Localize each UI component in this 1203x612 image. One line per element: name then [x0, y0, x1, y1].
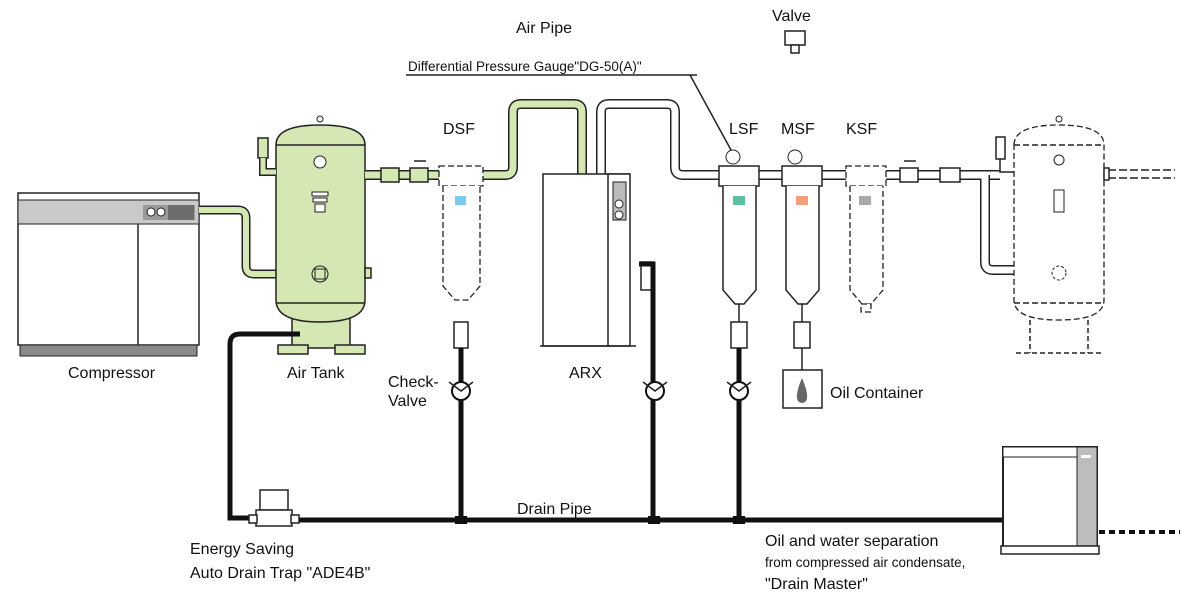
compressor-label: Compressor	[68, 365, 156, 382]
dsf-filter	[438, 165, 484, 349]
oil-drop-icon	[796, 378, 808, 403]
dsf-label: DSF	[443, 121, 475, 138]
air-tank-label: Air Tank	[287, 365, 346, 382]
separator-label-line3: "Drain Master"	[765, 576, 868, 593]
differential-pressure-gauge-icon	[787, 149, 803, 165]
separator-label-line1: Oil and water separation	[765, 533, 938, 550]
lsf-filter	[718, 149, 760, 349]
lsf-label: LSF	[729, 121, 759, 138]
trap-label-line2: Auto Drain Trap "ADE4B"	[190, 565, 370, 582]
check-valve	[726, 381, 752, 401]
separator-label-line2: from compressed air condensate,	[765, 555, 965, 570]
oil-container-label: Oil Container	[830, 385, 924, 402]
compressor	[17, 192, 200, 357]
gauge-icon	[146, 207, 156, 217]
drain-trap-icon	[793, 321, 811, 349]
air-tank	[257, 115, 372, 355]
valve-icon	[784, 30, 806, 46]
trap-label-line1: Energy Saving	[190, 541, 294, 558]
check-valve-label-line2: Valve	[388, 393, 427, 410]
drain-pipe-label: Drain Pipe	[517, 501, 592, 518]
pressure-gauge-icon	[313, 155, 327, 169]
differential-pressure-gauge-icon	[725, 149, 741, 165]
optional-air-tank	[995, 115, 1175, 354]
drain-trap-icon	[730, 321, 748, 349]
check-valve	[448, 381, 474, 401]
oil-container	[782, 369, 823, 409]
drain-trap-icon	[453, 321, 469, 349]
ksf-label: KSF	[846, 121, 877, 138]
msf-filter	[781, 149, 823, 370]
ball-valve-icon	[409, 167, 429, 183]
air-pipe-bypass	[384, 30, 954, 170]
auto-drain-trap	[248, 489, 300, 527]
ksf-filter	[845, 165, 887, 313]
arx-dryer	[540, 173, 654, 347]
safety-valve-icon	[257, 137, 269, 159]
check-valve-label-line1: Check-	[388, 374, 439, 391]
drain-master	[1000, 446, 1180, 555]
arx-label: ARX	[569, 365, 602, 382]
ball-valve-icon	[899, 167, 919, 183]
valve-label: Valve	[772, 8, 811, 25]
gauge-icon	[156, 207, 166, 217]
msf-label: MSF	[781, 121, 815, 138]
gauge-label: Differential Pressure Gauge"DG-50(A)"	[408, 59, 642, 74]
air-pipe-label: Air Pipe	[516, 20, 572, 37]
check-valve	[642, 381, 668, 401]
